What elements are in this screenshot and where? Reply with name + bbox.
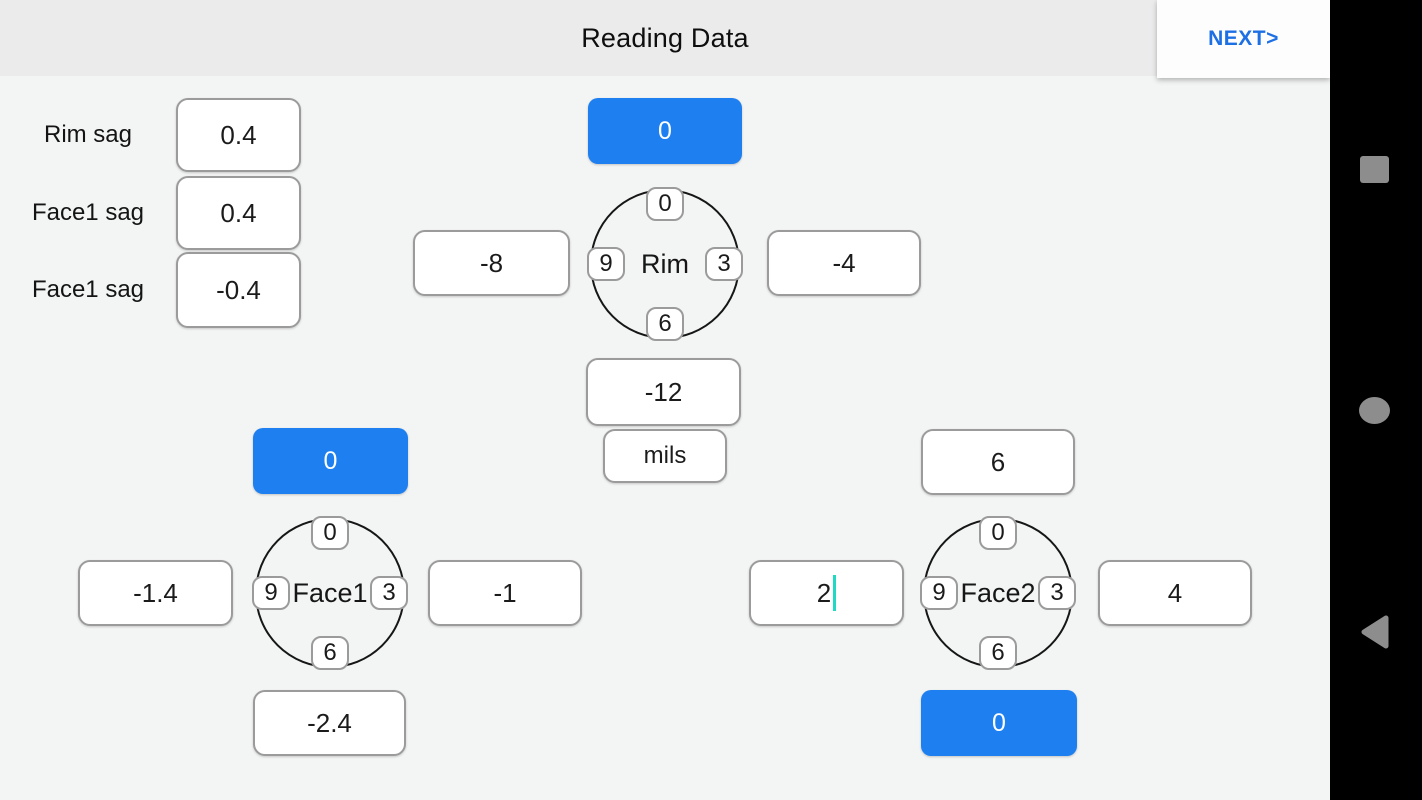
rim-top-zero-button[interactable]: 0 [588, 98, 742, 164]
back-triangle-icon[interactable] [1356, 613, 1392, 651]
rim-dial: Rim 0 3 6 9 [587, 187, 743, 341]
rim-clock-9-badge: 9 [587, 247, 625, 281]
face2-dial-name: Face2 [960, 577, 1036, 608]
face2-dial: Face2 0 3 6 9 [920, 516, 1076, 670]
face1-clock-9-badge: 9 [252, 576, 290, 610]
rim-clock-0-badge: 0 [646, 187, 684, 221]
face2-3oclock-input[interactable]: 4 [1098, 560, 1252, 626]
rim-6oclock-input[interactable]: -12 [586, 358, 741, 426]
face1-3oclock-input[interactable]: -1 [428, 560, 582, 626]
face2-clock-0-badge: 0 [979, 516, 1017, 550]
face2-clock-9-badge: 9 [920, 576, 958, 610]
face2-9oclock-input[interactable]: 2 [749, 560, 904, 626]
rim-sag-input[interactable]: 0.4 [176, 98, 301, 172]
face1-top-zero-button[interactable]: 0 [253, 428, 408, 494]
face1-6oclock-input[interactable]: -2.4 [253, 690, 406, 756]
app-content: Reading Data NEXT> Rim sag 0.4 Face1 sag… [0, 0, 1330, 800]
rim-3oclock-input[interactable]: -4 [767, 230, 921, 296]
rim-clock-6-badge: 6 [646, 307, 684, 341]
home-circle-icon[interactable] [1359, 397, 1390, 424]
face2-0oclock-input[interactable]: 6 [921, 429, 1075, 495]
rim-clock-3-badge: 3 [705, 247, 743, 281]
next-button-label: NEXT> [1208, 27, 1279, 50]
next-button[interactable]: NEXT> [1157, 0, 1330, 78]
face2-bottom-zero-button[interactable]: 0 [921, 690, 1077, 756]
rim-9oclock-input[interactable]: -8 [413, 230, 570, 296]
text-cursor [833, 575, 837, 611]
face1-9oclock-input[interactable]: -1.4 [78, 560, 233, 626]
rim-dial-name: Rim [641, 248, 689, 279]
face1-sag-input[interactable]: 0.4 [176, 176, 301, 250]
face1-sag-label-2: Face1 sag [31, 276, 145, 303]
recents-square-icon[interactable] [1360, 156, 1389, 183]
face1-sag-input-2[interactable]: -0.4 [176, 252, 301, 328]
face2-clock-6-badge: 6 [979, 636, 1017, 670]
face1-clock-0-badge: 0 [311, 516, 349, 550]
android-nav-bar [1330, 0, 1422, 800]
face1-dial: Face1 0 3 6 9 [252, 516, 408, 670]
face1-sag-label: Face1 sag [31, 199, 145, 226]
face2-clock-3-badge: 3 [1038, 576, 1076, 610]
page-title: Reading Data [581, 22, 749, 53]
rim-sag-label: Rim sag [43, 121, 133, 148]
app-header: Reading Data [0, 0, 1330, 76]
face2-9oclock-value: 2 [816, 577, 832, 608]
face1-dial-name: Face1 [292, 577, 368, 608]
units-button[interactable]: mils [603, 429, 727, 483]
face1-clock-6-badge: 6 [311, 636, 349, 670]
face1-clock-3-badge: 3 [370, 576, 408, 610]
